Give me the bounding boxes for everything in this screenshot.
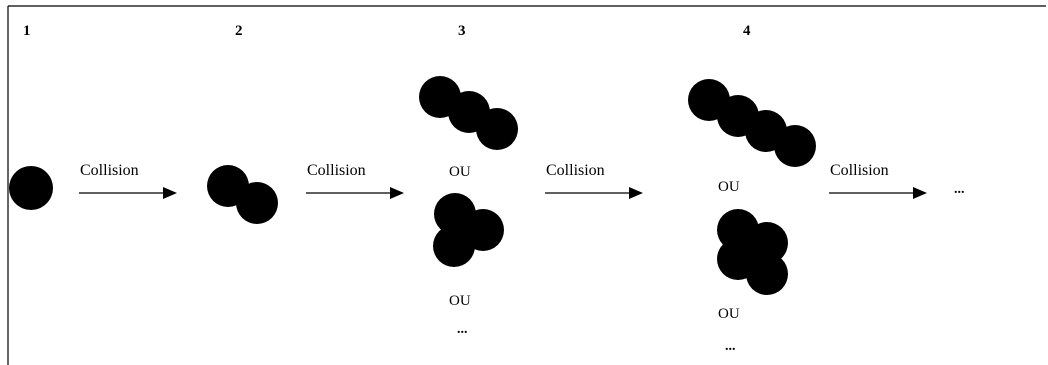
stage-3-cluster-1-label: OU [449,164,471,180]
stage-4-cluster-2-label: OU [718,306,740,322]
monomer [9,166,53,210]
collision-label: Collision [307,162,366,179]
dimer [207,165,278,224]
stage-4-more-ellipsis: ... [725,339,736,354]
stage-4-number: 4 [743,23,751,39]
stage-2-number: 2 [235,23,243,39]
arrowhead [629,187,643,199]
linear-tetramer [688,79,816,167]
particle [476,108,518,150]
stage-1-number: 1 [23,23,31,39]
stage-3-number: 3 [458,23,466,39]
particle [9,166,53,210]
arrowhead [390,187,404,199]
continuation-ellipsis: ... [954,182,965,197]
particle [433,225,475,267]
collision-arrow-2: Collision [306,162,404,199]
particle [746,253,788,295]
linear-trimer [419,76,518,150]
particle [236,182,278,224]
collision-label: Collision [80,162,139,179]
particle [774,125,816,167]
collision-arrow-1: Collision [79,162,177,199]
compact-trimer [433,193,504,267]
arrowhead [163,187,177,199]
collision-arrow-4: Collision [829,162,927,199]
stage-3-cluster-2-label: OU [449,293,471,309]
arrowhead [913,187,927,199]
stage-3-more-ellipsis: ... [457,322,468,337]
collision-label: Collision [830,162,889,179]
collision-label: Collision [546,162,605,179]
stage-4-cluster-1-label: OU [718,179,740,195]
compact-tetramer [717,209,788,295]
collision-arrow-3: Collision [545,162,643,199]
